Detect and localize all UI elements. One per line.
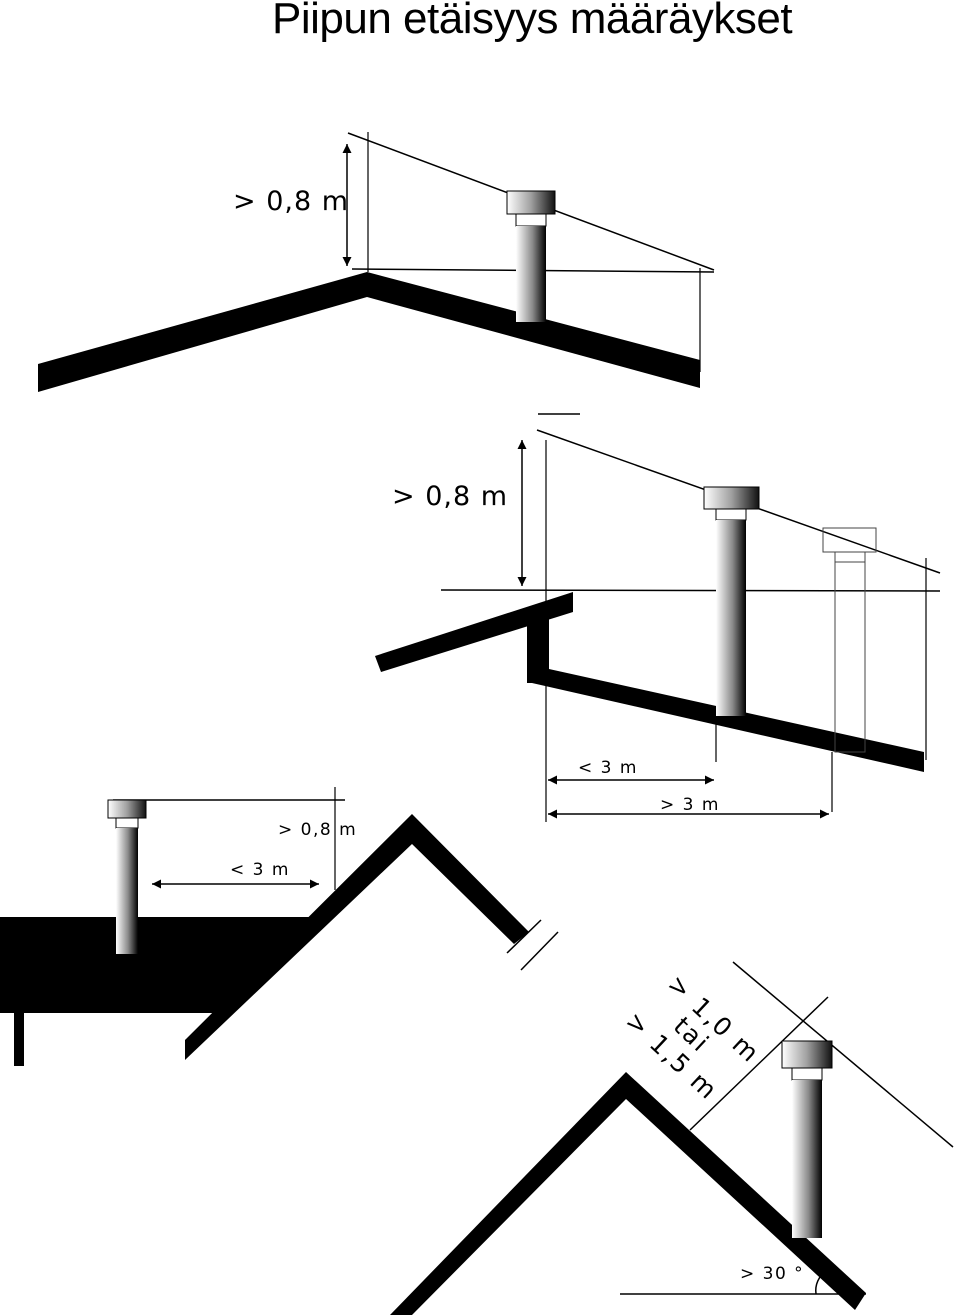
- chimney-collar: [715, 508, 747, 521]
- chimney-cap: [506, 190, 556, 215]
- chimney-cap: [781, 1040, 833, 1069]
- clearance-sight-line: [732, 961, 954, 1148]
- less-than-3m-label: < 3 m: [578, 758, 638, 778]
- roof-break-line: [506, 919, 542, 954]
- chimney-cap: [107, 799, 147, 819]
- flat-roof-block: [0, 917, 312, 1013]
- chimney-cap-outline: [822, 527, 877, 553]
- roof-parapet-wall: [527, 608, 549, 683]
- roof-slope-left: [38, 272, 367, 392]
- chimney: [107, 799, 147, 954]
- roof-right-section: [532, 669, 924, 772]
- chimney: [506, 190, 556, 322]
- chimney-shaft: [792, 1080, 822, 1238]
- height-label: > 0,8 m: [233, 186, 349, 217]
- chimney: [781, 1040, 833, 1238]
- chimney-collar-outline: [834, 551, 866, 563]
- diagram-steep-roof: > 1,0 m tai > 1,5 m > 30 °: [390, 961, 954, 1315]
- chimney-collar: [515, 213, 547, 227]
- chimney-alternative-outline: [822, 527, 877, 753]
- chimney-shaft: [116, 828, 138, 954]
- chimney-shaft: [716, 520, 746, 716]
- roof-slope-right: [367, 272, 700, 388]
- chimney-collar: [115, 817, 139, 829]
- height-label: > 0,8 m: [278, 820, 357, 840]
- roof-break-line-2: [520, 931, 559, 971]
- angle-label: > 30 °: [740, 1264, 804, 1284]
- chimney: [703, 486, 760, 716]
- chimney-shaft: [516, 226, 546, 322]
- more-than-3m-label: > 3 m: [660, 795, 720, 815]
- height-label: > 0,8 m: [392, 481, 508, 512]
- flat-roof-post: [14, 1010, 24, 1066]
- roof-left-section: [375, 592, 573, 672]
- diagram-eaves-roof: > 0,8 m < 3 m > 3 m: [375, 413, 941, 822]
- angle-arc: [815, 1270, 827, 1295]
- chimney-collar: [791, 1067, 823, 1081]
- chimney-cap: [703, 486, 760, 510]
- perpendicular-distance-line: [689, 996, 829, 1131]
- chimney-shaft-outline: [834, 561, 866, 753]
- page-title: Piipun etäisyys määräykset: [272, 0, 793, 43]
- diagram-ridge-roof: > 0,8 m: [38, 132, 715, 392]
- less-than-3m-label: < 3 m: [230, 860, 290, 880]
- diagram-flat-roof-gable: > 0,8 m < 3 m: [0, 787, 559, 1066]
- horizontal-reference-line: [440, 589, 941, 592]
